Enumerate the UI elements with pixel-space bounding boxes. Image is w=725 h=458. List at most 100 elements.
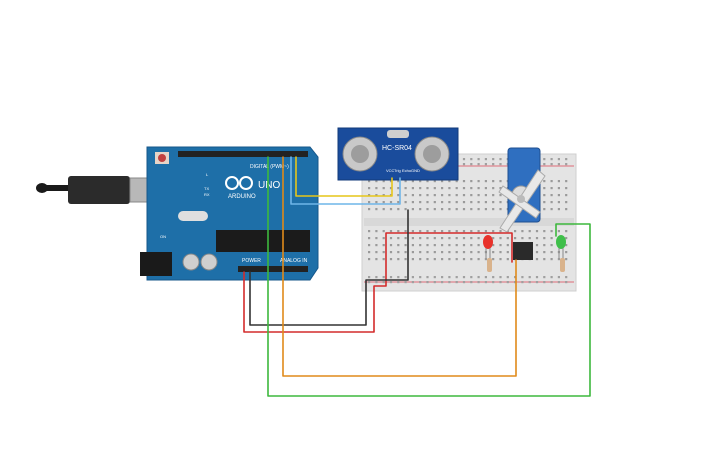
breadboard-hole [499,230,502,233]
breadboard-hole [535,251,539,254]
breadboard-hole [477,208,480,211]
breadboard-hole [557,201,560,204]
breadboard-hole [470,194,473,197]
breadboard-hole [404,258,407,261]
breadboard-hole [506,276,509,279]
breadboard-hole [368,276,371,279]
breadboard-hole [368,237,371,240]
breadboard-hole [565,251,568,254]
breadboard-hole [426,230,429,233]
breadboard-hole [368,180,371,183]
resistor [487,258,492,272]
breadboard-hole [492,258,495,261]
wire-orange-servo [282,156,517,377]
breadboard-hole [528,281,531,284]
breadboard-hole [462,158,466,161]
digital-label: DIGITAL (PWM~) [250,164,289,170]
breadboard-hole [411,251,414,254]
breadboard-hole [397,208,400,211]
power-jack [140,252,172,276]
breadboard-hole [433,276,436,279]
breadboard-hole [389,201,393,204]
breadboard-hole [492,201,495,204]
breadboard-hole [404,230,407,233]
breadboard-hole [433,281,436,284]
breadboard-hole [543,276,546,279]
breadboard-hole [411,281,414,284]
breadboard-hole [462,244,466,247]
breadboard-hole [492,187,495,190]
breadboard-hole [565,194,568,197]
analog-label: ANALOG IN [280,258,308,264]
breadboard-hole [470,180,473,183]
breadboard-hole [404,201,407,204]
breadboard-hole [499,187,502,190]
breadboard-hole [477,163,480,166]
breadboard-hole [499,201,502,204]
breadboard-hole [506,281,509,284]
breadboard-hole [528,276,531,279]
breadboard-hole [368,244,371,247]
breadboard-hole [368,194,371,197]
breadboard-hole [535,244,539,247]
breadboard-hole [419,258,422,261]
breadboard-hole [397,237,400,240]
breadboard-hole [462,163,466,166]
breadboard-hole [492,158,495,161]
breadboard-hole [535,230,539,233]
arduino-uno-board[interactable]: ARDUINO UNO DIGITAL (PWM~) POWER ANALOG … [140,146,319,281]
breadboard-hole [389,194,393,197]
breadboard-hole [404,237,407,240]
breadboard-hole [411,201,414,204]
servo-motor[interactable] [498,147,546,260]
breadboard-hole [419,180,422,183]
led-red[interactable] [483,235,493,258]
breadboard-hole [375,230,378,233]
breadboard-hole [470,187,473,190]
breadboard-hole [499,163,502,166]
breadboard-hole [535,276,539,279]
breadboard-hole [441,276,444,279]
breadboard-hole [448,244,451,247]
sensor-pin-trig: Trig [394,168,401,173]
breadboard-hole [550,180,553,183]
led-green[interactable] [556,235,566,258]
breadboard-hole [382,251,385,254]
breadboard-hole [550,237,553,240]
breadboard-hole [382,276,385,279]
breadboard-hole [484,281,487,284]
breadboard-hole [535,281,539,284]
breadboard-hole [433,251,436,254]
breadboard-hole [557,194,560,197]
breadboard-hole [462,258,466,261]
breadboard-hole [535,258,539,261]
breadboard-hole [375,180,378,183]
breadboard-hole [543,187,546,190]
breadboard-hole [397,251,400,254]
breadboard-hole [462,237,466,240]
ultrasonic-sensor-hc-sr04[interactable]: HC-SR04 VCC Trig Echo GND [337,127,459,181]
breadboard-hole [389,208,393,211]
breadboard-hole [565,180,568,183]
breadboard-hole [557,208,560,211]
breadboard-hole [550,194,553,197]
breadboard-hole [411,276,414,279]
breadboard-hole [411,194,414,197]
breadboard-hole [426,187,429,190]
breadboard-hole [470,258,473,261]
breadboard-hole [557,158,560,161]
breadboard-hole [448,276,451,279]
breadboard-hole [565,281,568,284]
breadboard-hole [462,201,466,204]
breadboard-hole [368,208,371,211]
breadboard-hole [375,276,378,279]
breadboard-hole [470,237,473,240]
breadboard-hole [375,237,378,240]
breadboard-hole [419,251,422,254]
breadboard-hole [506,251,509,254]
breadboard-hole [543,201,546,204]
servo-connector [513,242,533,260]
breadboard-hole [514,281,517,284]
breadboard-hole [441,237,444,240]
